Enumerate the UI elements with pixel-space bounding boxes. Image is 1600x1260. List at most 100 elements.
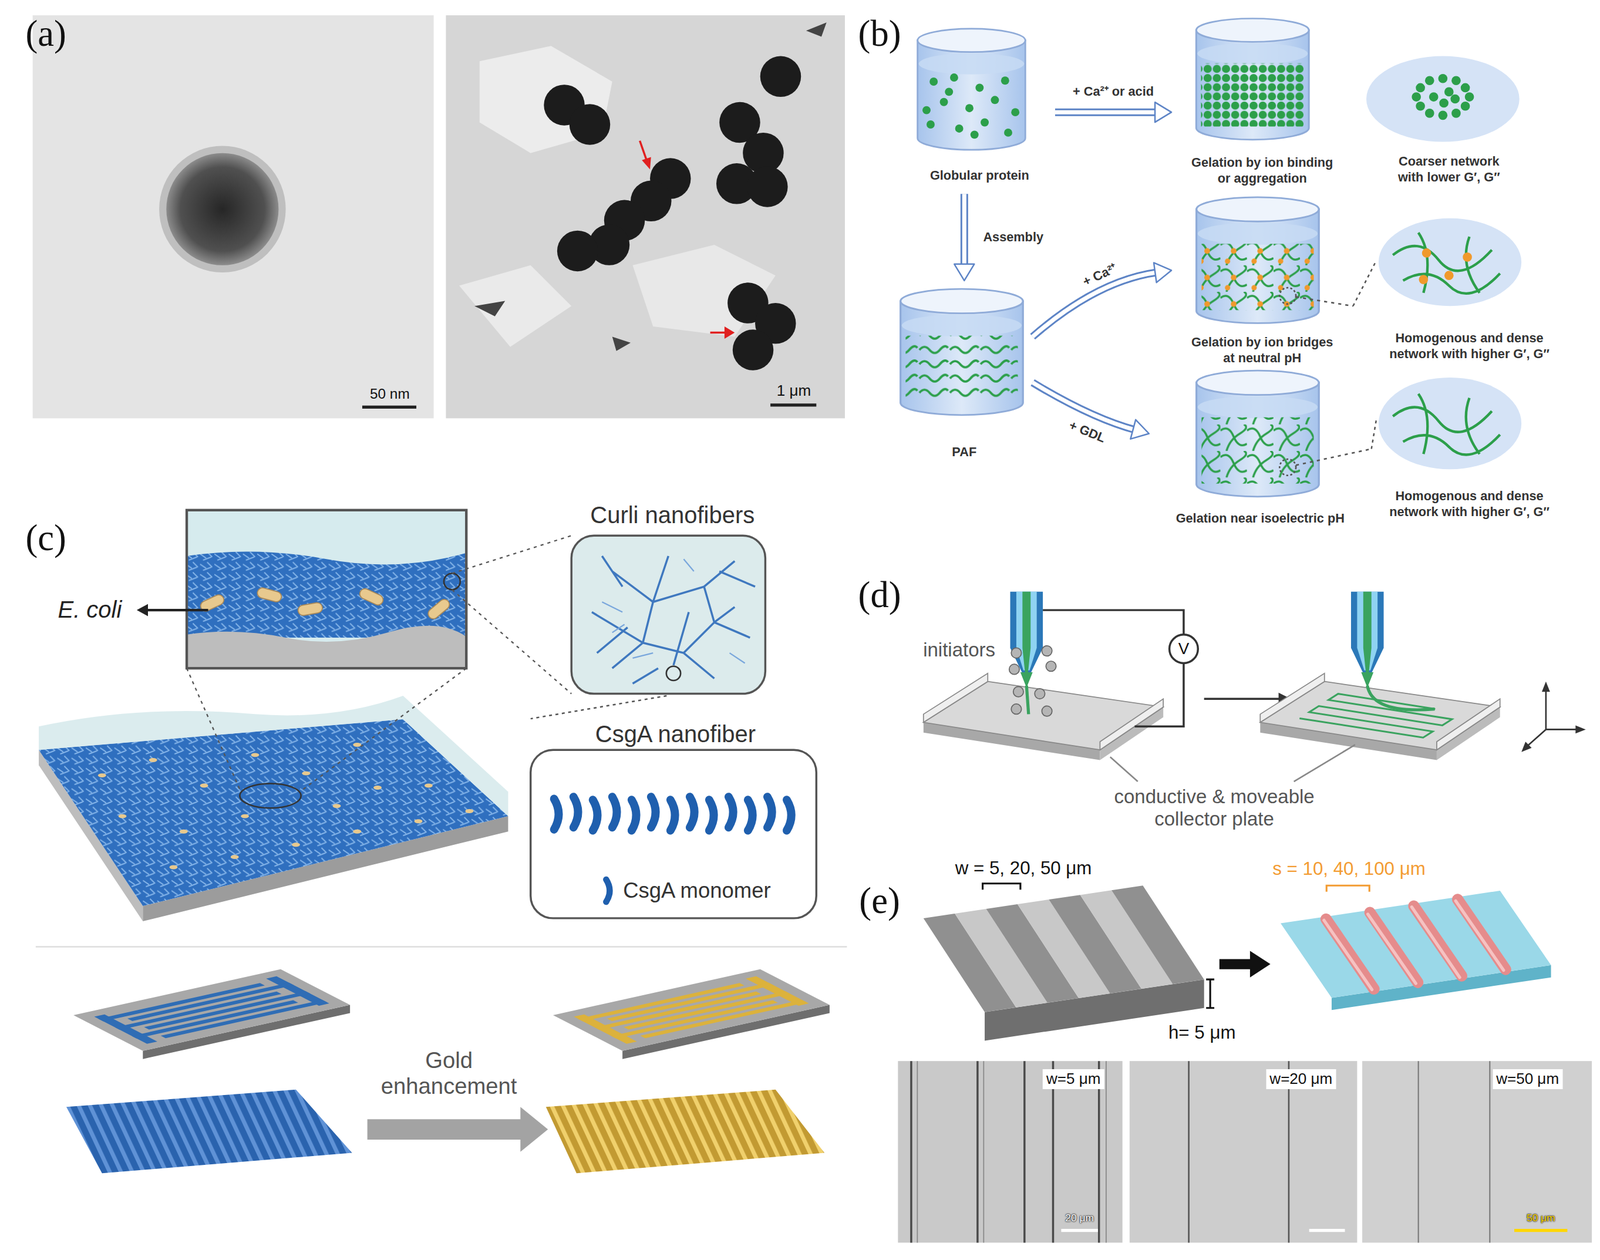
node-box: Gelation by ion binding or aggregation [1171,12,1356,194]
biofilm-zoom [358,587,385,607]
electrospinning-setup [923,591,1586,782]
csga-box [767,796,773,828]
tem-image-right [732,329,774,371]
electrode-gold [640,999,807,1039]
electrospinning-setup [1527,729,1546,746]
node-heading: Gelation by ion binding or aggregation [1185,154,1339,187]
csga-box [631,799,637,831]
electrospinning-setup [1361,672,1374,688]
connector-line [530,695,668,719]
biofilm-slab [118,814,127,819]
electrospinning-setup [1034,688,1045,699]
figure-label: (b) [858,13,902,55]
micrographs [1023,1060,1026,1243]
electrospinning-setup [1545,689,1548,730]
electrospinning-setup [1041,645,1052,656]
fiber-array [1413,905,1463,976]
network-zoom [1415,83,1426,93]
network-zoom [1451,108,1461,119]
gel-cylinders [990,95,999,104]
gel-cylinders [950,73,959,82]
figure-label: w=5 μm [1042,1069,1104,1090]
fiber-array [1324,900,1504,990]
biofilm-slab [301,771,311,776]
biofilm-zoom [452,535,572,574]
electrospinning-setup [1042,610,1184,635]
gel-cylinders [917,28,1026,150]
electrospinning-setup [1169,634,1199,664]
csga-box [605,879,610,902]
network-zoom [1444,270,1454,281]
tem-image-right [641,157,652,170]
micrographs [1489,1060,1491,1243]
figure-label: w=20 μm [1265,1069,1336,1090]
network-zoom [1392,393,1500,456]
biofilm-zoom [136,604,148,617]
csga-box [573,796,579,828]
biofilm-zoom [136,510,572,695]
micrographs [897,1060,1123,1243]
node-heading: Gelation near isoelectric pH [1153,510,1368,527]
fiber-array [1411,907,1460,978]
figure-label: s = 10, 40, 100 μm [1272,858,1426,880]
network-zoom [1366,56,1522,470]
gel-cylinders [965,103,974,113]
electrospinning-setup [1011,704,1022,714]
csga-box [530,749,817,919]
csga-box [728,796,734,828]
connector [1352,260,1377,306]
network-zoom [1378,218,1522,306]
figure-label: w=50 μm [1492,1069,1563,1090]
micrographs [917,1060,1107,1243]
figure-label: Gold enhancement [372,1047,526,1100]
gel-cylinders [1279,287,1296,305]
micrographs [1105,1060,1107,1243]
micrographs [1060,1228,1098,1232]
fiber-array [1368,914,1417,984]
biofilm-zoom [256,586,283,604]
grooved-mold [1111,885,1205,985]
electrode-gold [553,969,830,1060]
electrospinning-setup [1204,698,1280,700]
biofilm-zoom [426,597,452,621]
node-heading: Coarser network with lower G′, G″ [1390,153,1508,185]
biofilm-zoom [297,601,323,616]
tem-image-right [445,15,845,419]
fiber-array [1325,918,1374,989]
gel-cylinders [1201,243,1314,311]
gel-cylinders [1295,449,1372,466]
connector-line [1055,110,1158,115]
divider [35,945,848,948]
tem-image-right [479,45,613,153]
micrographs [1187,1060,1190,1243]
network-zoom [1438,110,1448,121]
connector-line [1352,260,1377,306]
figure-label: w = 5, 20, 50 μm [955,857,1093,879]
figure-label: (d) [858,574,902,616]
csga-box [612,796,618,828]
node-box: Gelation near isoelectric pH [1149,362,1372,531]
fiber-array [1326,885,1370,892]
figure-label: (c) [25,517,66,558]
connector-line [962,193,967,267]
figure-label: h= 5 μm [1168,1022,1236,1044]
electrospinning-setup [1541,681,1551,692]
biofilm-slab [424,783,433,788]
network-zoom [1422,248,1432,258]
network-zoom [1419,274,1429,285]
micrographs [897,1060,1592,1243]
biofilm-zoom [186,625,467,669]
connector-line [1371,418,1377,449]
electrospinning-setup [1045,661,1056,672]
node-text: CsgA monomer [605,877,790,904]
biofilm-zoom [186,551,467,638]
tem-image-right [640,140,648,162]
fiber-array [1324,920,1373,990]
edge-label: + GDL [1066,416,1108,446]
fiber-array [1280,890,1552,998]
tem-image-right [474,22,827,352]
electrode-gold [553,969,830,1052]
grooved-mold [923,885,1205,1012]
arrow-head [1130,419,1149,440]
